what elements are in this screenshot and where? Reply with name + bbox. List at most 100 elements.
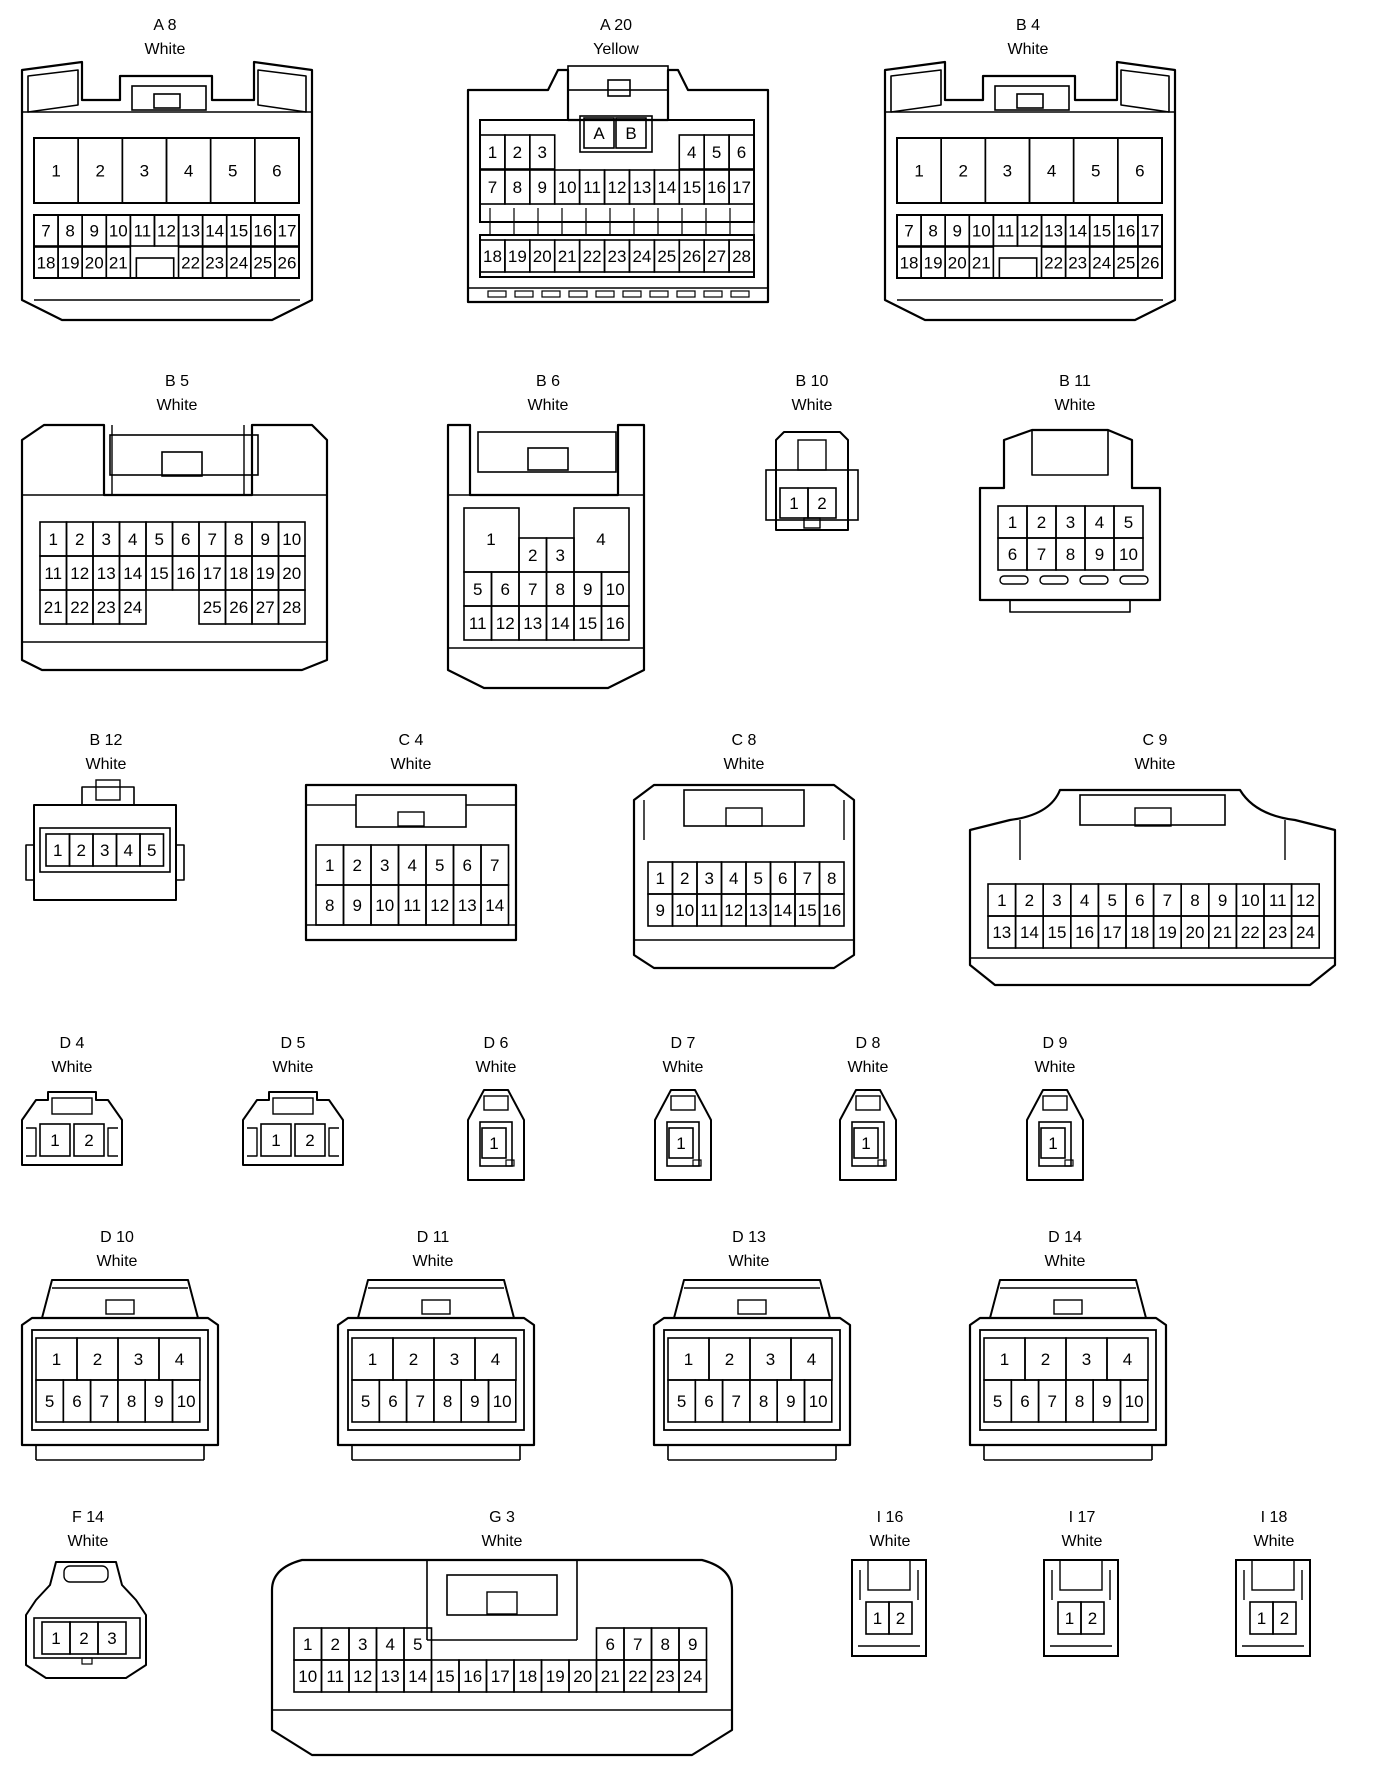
pin-cell: 24 xyxy=(1290,915,1320,949)
pin-cell: 8 xyxy=(545,571,575,607)
pin-cell: 16 xyxy=(1113,214,1139,247)
pin-number: 4 xyxy=(729,869,738,888)
pin-cell: 24 xyxy=(678,1659,708,1693)
pin-cell: 4 xyxy=(397,844,427,886)
pin-cell: 2 xyxy=(320,1627,350,1661)
pin-cell: 6 xyxy=(490,571,520,607)
pin-number: 13 xyxy=(992,923,1011,942)
pin-number: 4 xyxy=(1047,162,1056,181)
pin-cell: 12 xyxy=(348,1659,378,1693)
pin-number: 19 xyxy=(256,564,275,583)
pin-number: 1 xyxy=(684,1350,693,1369)
connector-id-label: F 14 xyxy=(72,1509,104,1526)
pin-number: 22 xyxy=(583,247,602,266)
pin-number: 1 xyxy=(368,1350,377,1369)
pin-cell: 1 xyxy=(45,833,71,867)
pin-number: 3 xyxy=(556,546,565,565)
pin-cell: 3 xyxy=(545,537,575,573)
pin-cell: 9 xyxy=(81,214,108,247)
pin-cell: 2 xyxy=(888,1601,913,1635)
pin-cell: 3 xyxy=(117,1337,160,1381)
pin-cell: 3 xyxy=(370,844,400,886)
connector-color-label: White xyxy=(1135,756,1176,773)
pin-number: 8 xyxy=(1190,891,1199,910)
pin-number: 4 xyxy=(124,841,133,860)
pin-cell: 5 xyxy=(425,844,455,886)
connector-id-label: C 9 xyxy=(1143,732,1168,749)
pin-number: 1 xyxy=(914,162,923,181)
pin-cell: 5 xyxy=(1097,883,1127,917)
pin-number: 7 xyxy=(488,178,497,197)
pin-cell: 1 xyxy=(896,137,942,204)
pin-cell: 2 xyxy=(69,1621,99,1655)
pin-cell: 1 xyxy=(865,1601,890,1635)
pin-number: 1 xyxy=(1048,1134,1057,1153)
pin-number: 24 xyxy=(123,598,142,617)
pin-cell: 1 xyxy=(39,521,68,557)
pin-number: 1 xyxy=(997,891,1006,910)
connector-color-label: White xyxy=(482,1533,523,1550)
pin-number: 24 xyxy=(1092,253,1111,272)
pin-cell: 11 xyxy=(1263,883,1293,917)
pin-number: 21 xyxy=(1213,923,1232,942)
pin-cell: 2 xyxy=(940,137,987,204)
pin-cell: 28 xyxy=(277,589,306,625)
pin-number: 2 xyxy=(93,1350,102,1369)
pin-number: 7 xyxy=(732,1392,741,1411)
pin-cell: 4 xyxy=(720,861,747,895)
pin-number: 16 xyxy=(1116,221,1135,240)
pin-cell: 3 xyxy=(433,1337,476,1381)
pin-number: 26 xyxy=(229,598,248,617)
pin-cell: 8 xyxy=(315,884,345,926)
pin-cell: 16 xyxy=(1070,915,1100,949)
pin-cell: 1 xyxy=(293,1627,323,1661)
pin-cell: 20 xyxy=(81,246,108,279)
pin-number: 8 xyxy=(556,580,565,599)
pin-number: 16 xyxy=(463,1667,482,1686)
pin-number: 17 xyxy=(1140,221,1159,240)
pin-number: 2 xyxy=(817,494,826,513)
pin-cell: 7 xyxy=(1152,883,1182,917)
pin-cell: 10 xyxy=(277,521,306,557)
connector-color-label: White xyxy=(792,397,833,414)
pin-cell: 5 xyxy=(1113,505,1144,539)
pin-number: 2 xyxy=(513,143,522,162)
pin-cell: 18 xyxy=(479,239,506,273)
pin-number: 19 xyxy=(546,1667,565,1686)
pin-cell: 6 xyxy=(254,137,300,204)
pin-number: 18 xyxy=(229,564,248,583)
pin-cell: 10 xyxy=(171,1379,201,1423)
pin-number: 3 xyxy=(380,856,389,875)
pin-number: 6 xyxy=(72,1392,81,1411)
pin-number: 9 xyxy=(154,1392,163,1411)
pin-cell: 13 xyxy=(177,214,204,247)
pin-number: 14 xyxy=(773,901,792,920)
pin-number: 7 xyxy=(528,580,537,599)
pin-cell: 13 xyxy=(745,893,772,927)
pin-number: 9 xyxy=(688,1635,697,1654)
connector-id-label: D 10 xyxy=(100,1229,134,1246)
pin-number: 15 xyxy=(229,221,248,240)
pin-cell: 13 xyxy=(452,884,482,926)
pin-cell: 20 xyxy=(568,1659,598,1693)
pin-number: 8 xyxy=(1066,545,1075,564)
pin-cell: 7 xyxy=(479,169,506,205)
pin-number: 21 xyxy=(601,1667,620,1686)
pin-number: 22 xyxy=(1044,253,1063,272)
pin-number: 5 xyxy=(993,1392,1002,1411)
pin-number: 4 xyxy=(1095,513,1104,532)
connector-id-label: B 12 xyxy=(90,732,123,749)
pin-number: 20 xyxy=(85,253,104,272)
pin-number: 12 xyxy=(1020,221,1039,240)
pin-number: 19 xyxy=(61,253,80,272)
pin-cell: 8 xyxy=(920,214,946,247)
pin-number: 2 xyxy=(680,869,689,888)
connector-color-label: White xyxy=(68,1533,109,1550)
